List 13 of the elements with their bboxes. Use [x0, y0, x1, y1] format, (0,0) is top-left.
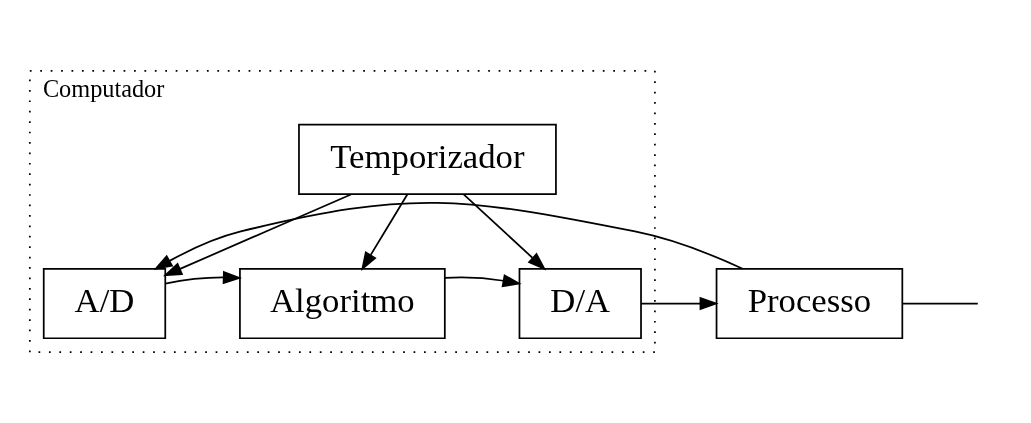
connector: [901, 302, 979, 305]
node-box: Temporizador: [297, 123, 557, 195]
arrow: [164, 270, 242, 285]
node-box: Algoritmo: [238, 267, 446, 340]
node-box: A/D: [42, 267, 166, 340]
arrow: [639, 296, 719, 311]
arrow: [443, 274, 522, 288]
arrow: [153, 202, 743, 271]
arrow: [162, 193, 352, 277]
arrow: [360, 193, 408, 271]
node-box: Processo: [715, 267, 903, 340]
node-box: D/A: [518, 267, 642, 340]
arrow: [462, 193, 546, 271]
